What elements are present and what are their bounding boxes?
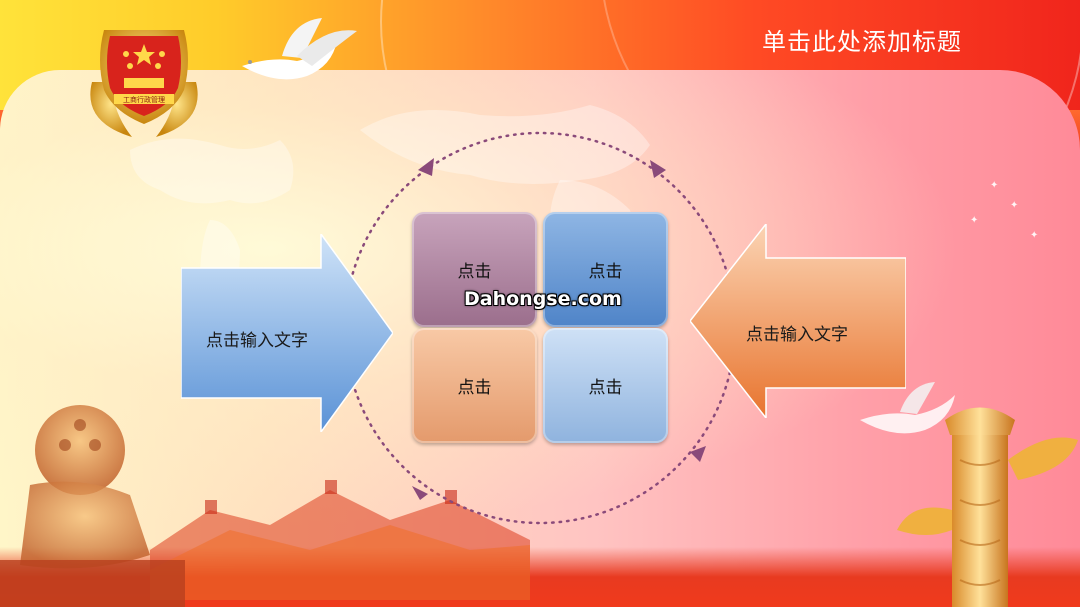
right-arrow-shape[interactable] <box>690 224 906 418</box>
right-arrow-label[interactable]: 点击输入文字 <box>746 325 848 345</box>
watermark: Dahongse.com <box>464 288 622 310</box>
arrowhead-icon <box>690 446 706 462</box>
tile-label: 点击 <box>588 262 623 282</box>
dove-icon <box>860 382 955 434</box>
sparkle-icon: ✦ <box>970 215 979 226</box>
left-arrow-shape[interactable] <box>181 234 393 432</box>
tile-top-left[interactable]: 点击 <box>412 212 537 327</box>
tile-bottom-right[interactable]: 点击 <box>543 328 668 443</box>
tile-bottom-left[interactable]: 点击 <box>412 328 537 443</box>
national-emblem-icon: 工商行政管理 <box>90 30 198 137</box>
left-arrow-label[interactable]: 点击输入文字 <box>206 331 308 351</box>
great-wall-image <box>150 480 530 600</box>
tile-label: 点击 <box>457 378 492 398</box>
tile-top-right[interactable]: 点击 <box>543 212 668 327</box>
tile-label: 点击 <box>588 378 623 398</box>
sparkle-icon: ✦ <box>1030 230 1039 241</box>
arrowhead-icon <box>412 486 428 500</box>
huabiao-pillar-image <box>897 407 1078 607</box>
sparkle-icon: ✦ <box>990 180 999 191</box>
tile-label: 点击 <box>457 262 492 282</box>
slide-title[interactable]: 单击此处添加标题 <box>762 28 962 56</box>
dove-icon <box>242 18 357 80</box>
sparkle-icon: ✦ <box>1010 200 1019 211</box>
emblem-caption: 工商行政管理 <box>123 95 165 104</box>
arrowhead-icon <box>418 158 434 176</box>
arrowhead-icon <box>650 160 666 178</box>
stone-lion-image <box>0 405 185 607</box>
